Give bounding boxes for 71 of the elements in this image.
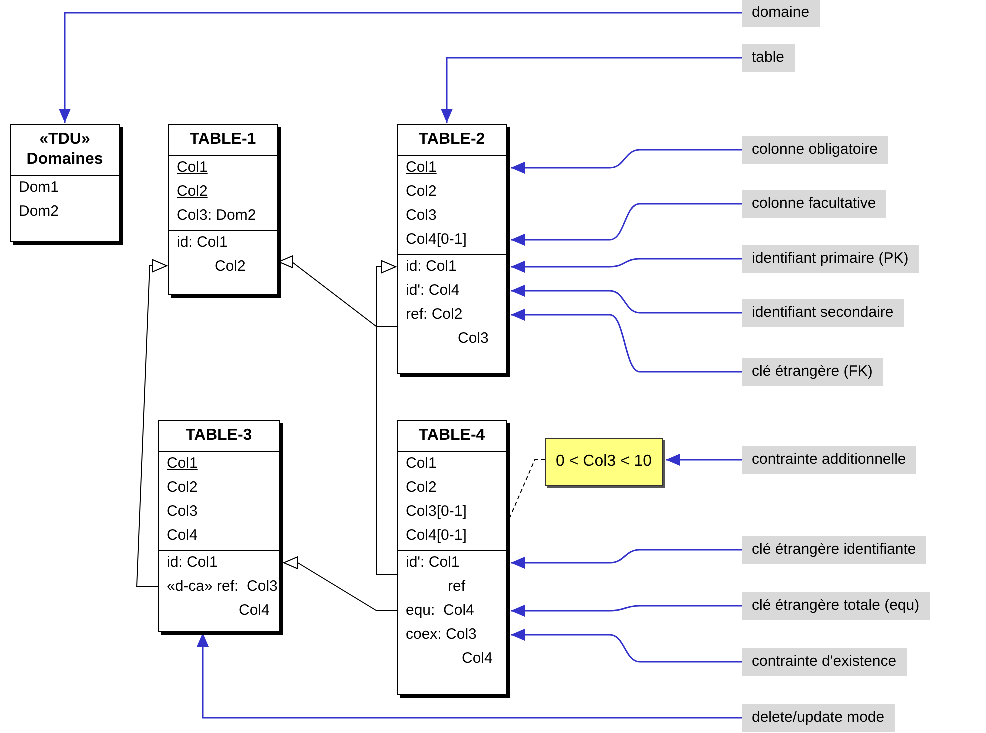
column-name: Col4[0-1]	[405, 230, 467, 250]
leader-line	[511, 309, 742, 373]
annotation-label: clé étrangère totale (equ)	[742, 592, 930, 620]
table-box	[397, 420, 507, 695]
leader-line	[511, 258, 742, 273]
leader-line	[511, 605, 742, 617]
table-name: TABLE-1	[169, 125, 277, 156]
column-name: Col3: Dom2	[176, 206, 256, 226]
column-name: Col1	[405, 454, 437, 474]
foreign-key-arrow	[376, 260, 398, 576]
constraint-text: ref: Col2	[405, 305, 463, 325]
annotation-label: colonne obligatoire	[742, 136, 888, 164]
constraint-text: Dom1	[18, 178, 60, 198]
constraint-text: equ: Col4	[405, 601, 474, 621]
annotation-label: contrainte additionnelle	[742, 446, 916, 474]
constraint-text: id: Col1	[166, 553, 218, 573]
table-box	[397, 124, 507, 374]
constraint-text: Col3	[457, 329, 489, 349]
foreign-key-arrow	[284, 556, 398, 612]
table-name: TABLE-4	[398, 421, 506, 452]
column-name: Col2	[166, 478, 198, 498]
column-name: Col4[0-1]	[405, 526, 467, 546]
leader-line	[511, 285, 742, 314]
leader-line	[511, 203, 742, 246]
annotation-label: table	[742, 44, 795, 72]
constraint-text: Dom2	[18, 202, 60, 222]
foreign-key-arrow	[136, 260, 168, 588]
annotation-label: contrainte d'existence	[742, 648, 907, 676]
table-box	[10, 124, 120, 242]
column-name: Col2	[405, 182, 437, 202]
column-name: Col1	[405, 158, 437, 178]
constraint-text: «d-ca» ref: Col3	[166, 577, 278, 597]
leader-line	[511, 549, 742, 569]
table-box	[168, 124, 278, 295]
column-name: Col1	[176, 158, 208, 178]
annotation-label: identifiant primaire (PK)	[742, 245, 919, 273]
column-name: Col3	[405, 206, 437, 226]
leader-line	[197, 633, 742, 719]
column-name: Col1	[166, 454, 198, 474]
foreign-key-arrow	[278, 256, 398, 328]
annotation-label: colonne facultative	[742, 190, 886, 218]
constraint-text: Col2	[214, 257, 246, 277]
table-name: TABLE-2	[398, 125, 506, 156]
constraint-text: id': Col1	[405, 553, 460, 573]
constraint-text: coex: Col3	[405, 625, 477, 645]
constraint-text: Col4	[461, 649, 493, 669]
annotation-label: clé étrangère identifiante	[742, 536, 926, 564]
column-name: Col3	[166, 502, 198, 522]
annotation-label: clé étrangère (FK)	[742, 358, 883, 386]
leader-line	[441, 57, 742, 123]
leader-line	[511, 149, 742, 174]
constraint-text: id: Col1	[405, 257, 457, 277]
column-name: Col2	[176, 182, 208, 202]
note-box: 0 < Col3 < 10	[545, 438, 664, 486]
note-connector	[508, 460, 546, 520]
column-name: Col3[0-1]	[405, 502, 467, 522]
constraint-text: ref	[447, 577, 466, 597]
column-name: Col2	[405, 478, 437, 498]
leader-line	[59, 12, 742, 123]
constraint-text: Col4	[238, 601, 270, 621]
constraint-text: id': Col4	[405, 281, 460, 301]
constraint-text: id: Col1	[176, 233, 228, 253]
column-name: Col4	[166, 526, 198, 546]
annotation-label: domaine	[742, 0, 820, 27]
table-name: «TDU» Domaines	[11, 125, 119, 176]
leader-line	[511, 629, 742, 663]
annotation-label: identifiant secondaire	[742, 299, 904, 327]
table-name: TABLE-3	[159, 421, 279, 452]
leader-line	[666, 454, 742, 466]
table-box	[158, 420, 280, 632]
annotation-label: delete/update mode	[742, 704, 895, 732]
